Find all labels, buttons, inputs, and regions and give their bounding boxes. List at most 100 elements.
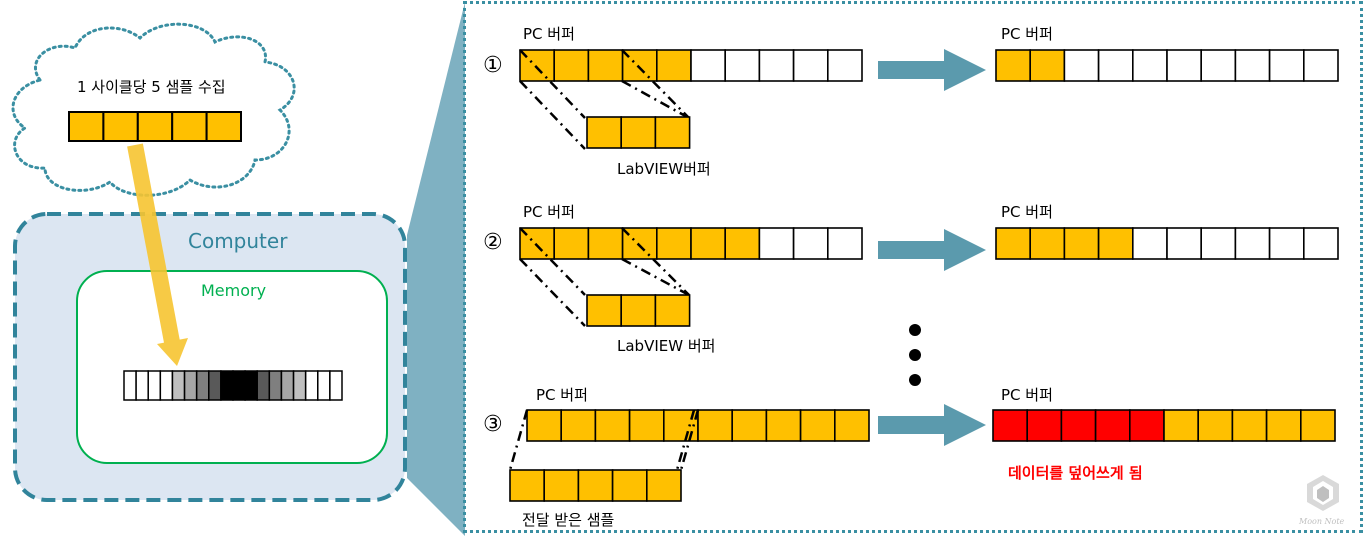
transfer-guide-line	[508, 409, 529, 471]
buffer-cell	[586, 116, 623, 149]
transfer-guide-line	[519, 227, 586, 296]
step-2-result-label: PC 버퍼	[1001, 203, 1053, 221]
buffer-cell	[731, 409, 768, 442]
step-2-pc-buffer	[519, 227, 863, 260]
buffer-cell	[758, 49, 795, 82]
buffer-cell	[553, 227, 590, 260]
sample-cell	[68, 111, 105, 142]
buffer-cell	[1163, 409, 1200, 442]
left-diagram	[11, 2, 465, 536]
buffer-cell	[1029, 227, 1066, 260]
buffer-cell	[1303, 49, 1339, 82]
buffer-cell	[560, 409, 597, 442]
computer-label: Computer	[188, 229, 288, 253]
cloud-label: 1 사이클당 5 샘플 수집	[77, 78, 226, 96]
step-2-labview-buffer	[586, 294, 691, 327]
buffer-cell	[792, 49, 829, 82]
buffer-cell	[1029, 49, 1066, 82]
step-1-result-buffer	[995, 49, 1339, 82]
step-2-result-buffer	[995, 227, 1339, 260]
buffer-cell	[1097, 227, 1134, 260]
buffer-cell	[1234, 227, 1271, 260]
buffer-cell	[1097, 49, 1134, 82]
step-1-number: ①	[483, 53, 503, 78]
watermark-text: Moon Note	[1299, 517, 1345, 526]
buffer-cell	[620, 116, 657, 149]
step-2-pc-buffer-label: PC 버퍼	[523, 203, 575, 221]
step-2-number: ②	[483, 230, 503, 255]
buffer-cell	[1200, 49, 1237, 82]
buffer-cell	[1303, 227, 1339, 260]
step-3-result-buffer	[992, 409, 1336, 442]
sample-cell	[136, 111, 174, 142]
buffer-cell	[1268, 49, 1305, 82]
step-3-pc-buffer-label: PC 버퍼	[536, 386, 588, 404]
buffer-cell	[1268, 227, 1305, 260]
sample-cell	[205, 111, 243, 142]
buffer-cell	[654, 294, 691, 327]
step-3-transfer-buffer	[509, 469, 682, 502]
buffer-cell	[1129, 409, 1165, 442]
step-3-number: ③	[483, 412, 503, 437]
buffer-cell	[587, 49, 624, 82]
buffer-cell	[1300, 409, 1336, 442]
buffer-cell	[697, 409, 734, 442]
buffer-cell	[1166, 227, 1203, 260]
buffer-cell	[526, 409, 563, 442]
cloud-shape	[11, 22, 296, 197]
buffer-cell	[1026, 409, 1063, 442]
buffer-cell	[620, 294, 657, 327]
transfer-guide-line	[679, 409, 700, 471]
buffer-cell	[1132, 227, 1168, 260]
buffer-cell	[1200, 227, 1237, 260]
step-1-labview-buffer-label: LabVIEW버퍼	[617, 160, 711, 178]
buffer-cell	[594, 409, 631, 442]
ellipsis-dot	[909, 324, 921, 336]
buffer-cell	[1231, 409, 1268, 442]
buffer-cell	[655, 49, 692, 82]
memory-cell	[329, 370, 343, 401]
transfer-guide-line	[519, 258, 586, 327]
overwrite-warning: 데이터를 덮어쓰게 됨	[1008, 464, 1143, 482]
buffer-cell	[826, 227, 863, 260]
step-3-result-label: PC 버퍼	[1001, 386, 1053, 404]
buffer-cell	[1060, 409, 1097, 442]
watermark-logo	[1305, 473, 1341, 513]
buffer-cell	[758, 227, 795, 260]
transfer-guide-line	[519, 80, 586, 150]
step-3-arrow	[878, 404, 986, 446]
buffer-cell	[1063, 49, 1100, 82]
buffer-cell	[792, 227, 829, 260]
buffer-cell	[628, 409, 665, 442]
buffer-cell	[1094, 409, 1131, 442]
cloud-sample-buffer	[68, 111, 243, 142]
buffer-cell	[654, 116, 691, 149]
buffer-cell	[577, 469, 614, 502]
transfer-guide-line	[675, 409, 696, 471]
memory-box	[76, 270, 388, 464]
buffer-cell	[1063, 227, 1100, 260]
step-3-pc-buffer	[526, 409, 870, 442]
buffer-cell	[833, 409, 870, 442]
transfer-guide-line	[621, 79, 690, 120]
memory-label: Memory	[201, 281, 267, 300]
buffer-cell	[1234, 49, 1271, 82]
ellipsis-dot	[909, 349, 921, 361]
buffer-cell	[690, 227, 727, 260]
step-2-arrow	[878, 229, 986, 271]
buffer-cell	[645, 469, 682, 502]
buffer-cell	[509, 469, 546, 502]
buffer-cell	[543, 469, 580, 502]
buffer-cell	[553, 49, 590, 82]
buffer-cell	[799, 409, 836, 442]
buffer-cell	[1197, 409, 1234, 442]
step-1-labview-buffer	[586, 116, 691, 149]
buffer-cell	[1132, 49, 1168, 82]
buffer-cell	[995, 49, 1032, 82]
buffer-cell	[995, 227, 1032, 260]
step-1-arrow	[878, 49, 986, 91]
ellipsis-dot	[909, 374, 921, 386]
buffer-cell	[1166, 49, 1203, 82]
buffer-cell	[1265, 409, 1302, 442]
